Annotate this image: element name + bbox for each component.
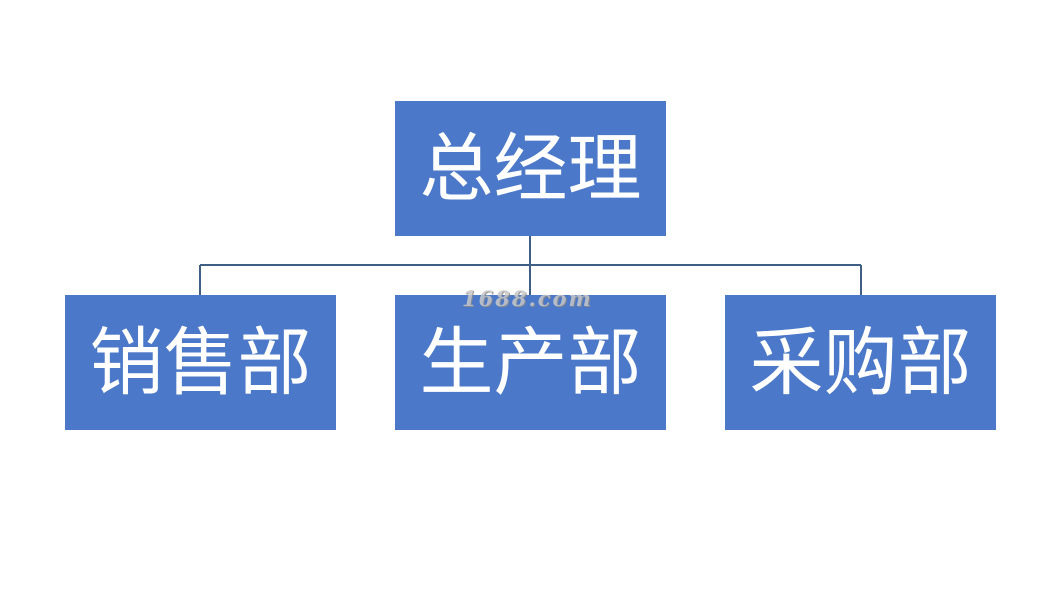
watermark: 1688.com <box>462 286 593 311</box>
node-general-manager-label: 总经理 <box>419 125 642 212</box>
node-production-department-label: 生产部 <box>419 319 642 406</box>
node-purchasing-department-label: 采购部 <box>749 319 972 406</box>
node-sales-department-label: 销售部 <box>89 319 312 406</box>
node-general-manager[interactable]: 总经理 <box>395 101 666 236</box>
node-production-department[interactable]: 生产部 <box>395 295 666 430</box>
node-purchasing-department[interactable]: 采购部 <box>725 295 996 430</box>
node-sales-department[interactable]: 销售部 <box>65 295 336 430</box>
